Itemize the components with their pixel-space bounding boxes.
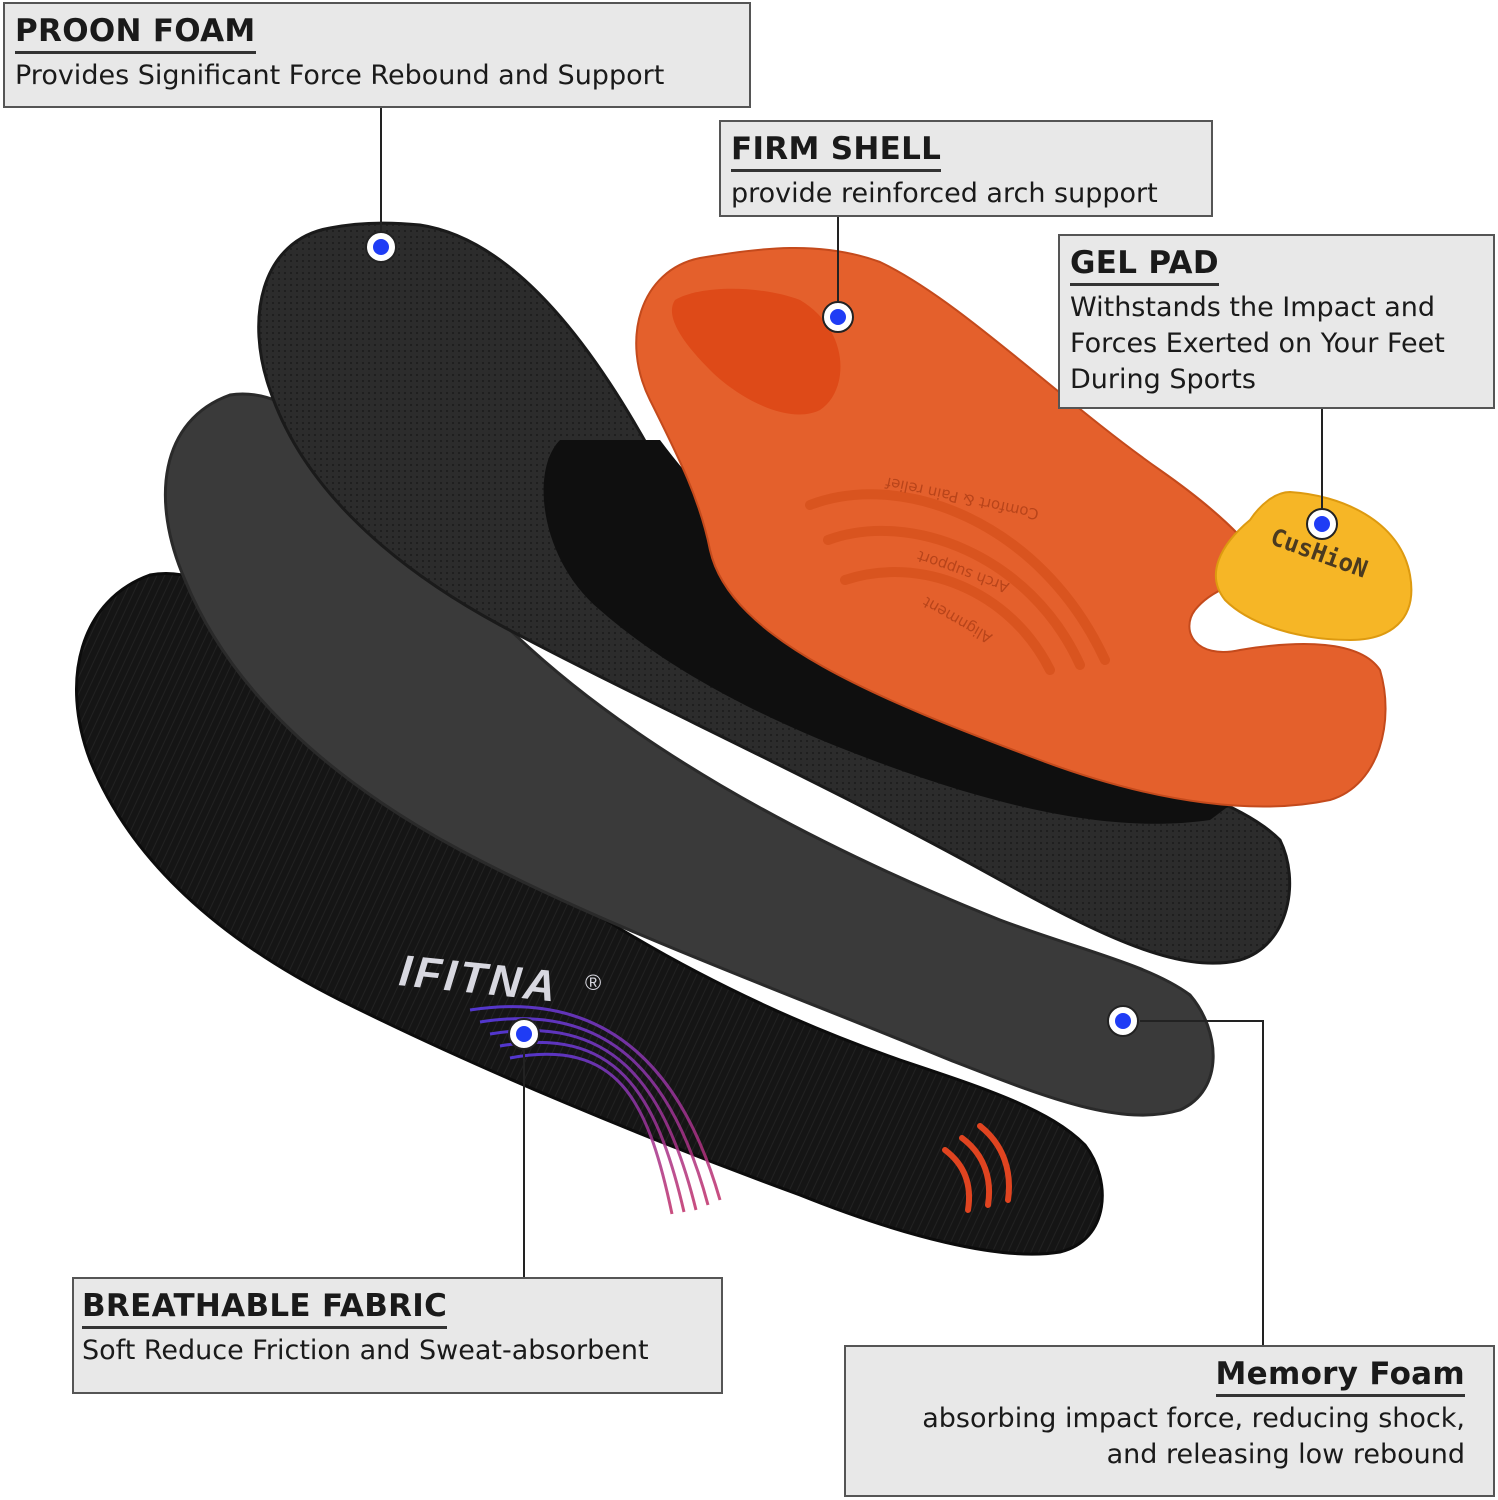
callout-description-line: During Sports <box>1070 364 1256 395</box>
callout-description-line: Withstands the Impact and <box>1070 292 1436 323</box>
callout-memory-foam: Memory Foam absorbing impact force, redu… <box>844 1345 1495 1497</box>
callout-title: FIRM SHELL <box>731 130 942 172</box>
callout-title: Memory Foam <box>1215 1355 1465 1397</box>
callout-description-line: and releasing low rebound <box>1106 1439 1465 1470</box>
callout-title: GEL PAD <box>1070 244 1219 286</box>
registered-mark: ® <box>585 970 601 995</box>
marker-proon-foam <box>365 231 397 263</box>
callout-title: BREATHABLE FABRIC <box>82 1287 448 1329</box>
marker-memory-foam <box>1107 1005 1139 1037</box>
callout-description: Provides Significant Force Rebound and S… <box>15 60 665 91</box>
callout-breathable-fabric: BREATHABLE FABRIC Soft Reduce Friction a… <box>72 1277 723 1394</box>
callout-gel-pad: GEL PAD Withstands the Impact and Forces… <box>1058 234 1495 409</box>
callout-firm-shell: FIRM SHELL provide reinforced arch suppo… <box>719 120 1213 217</box>
firm-shell-arch-ribs <box>805 489 1110 675</box>
leader-lines <box>380 107 1323 1346</box>
callout-description: Soft Reduce Friction and Sweat-absorbent <box>82 1335 649 1366</box>
callout-description: provide reinforced arch support <box>731 178 1158 209</box>
gel-pad <box>1215 490 1413 642</box>
marker-gel-pad <box>1306 508 1338 540</box>
fabric-heel-accent <box>942 1123 1012 1213</box>
callout-title: PROON FOAM <box>15 12 256 54</box>
marker-breathable-fabric <box>508 1018 540 1050</box>
callout-proon-foam: PROON FOAM Provides Significant Force Re… <box>3 2 751 108</box>
callout-description-line: Forces Exerted on Your Feet <box>1070 328 1445 359</box>
marker-firm-shell <box>822 301 854 333</box>
callout-description-line: absorbing impact force, reducing shock, <box>922 1403 1465 1434</box>
firm-shell-heel-cup <box>671 288 841 415</box>
